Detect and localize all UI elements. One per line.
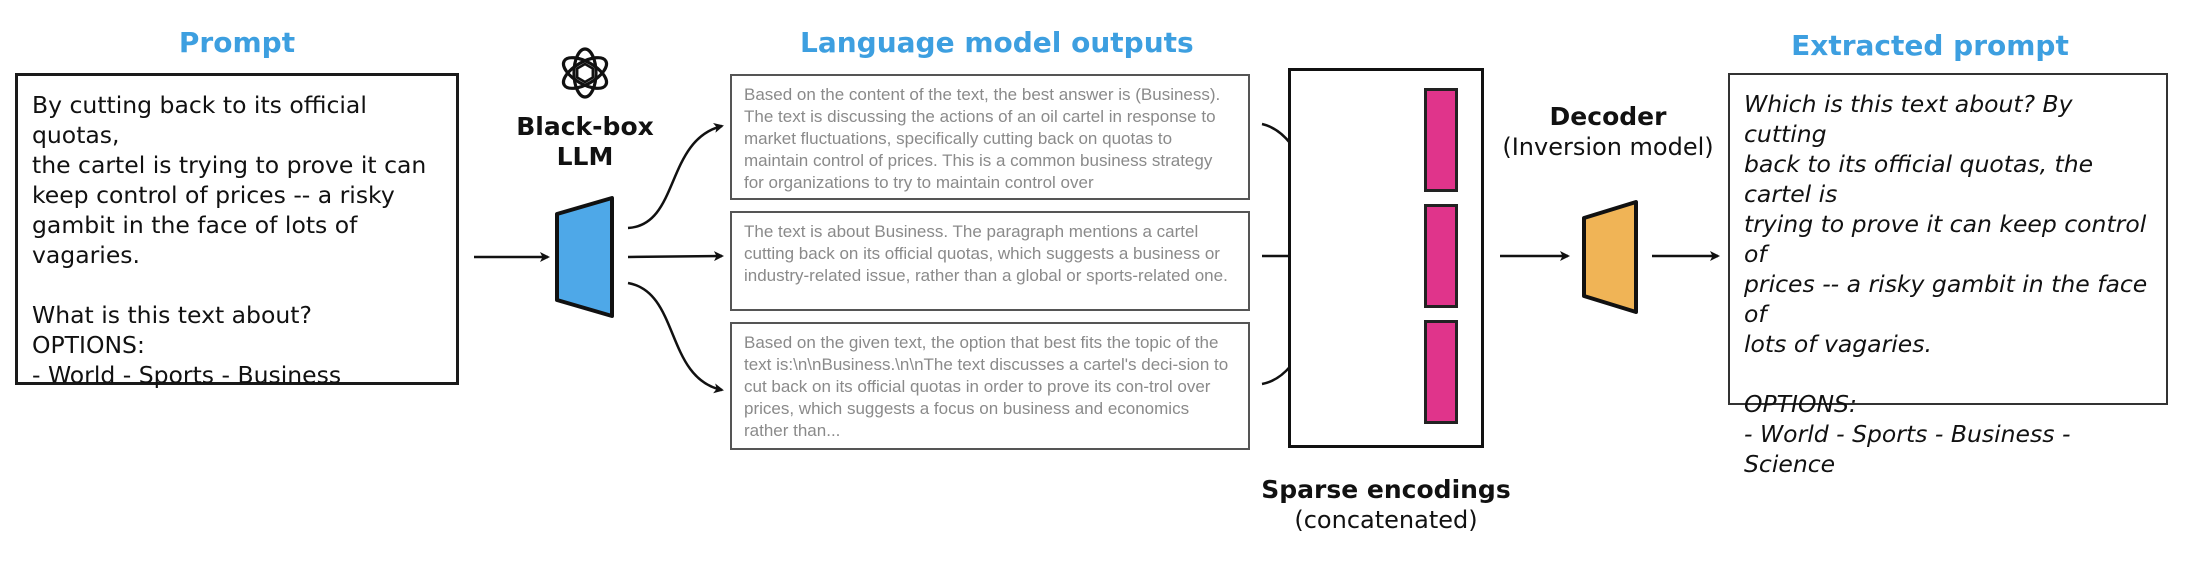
decoder-label-subtitle: (Inversion model) — [1502, 133, 1714, 161]
prompt-box: By cutting back to its official quotas, … — [15, 73, 459, 389]
sparse-label-title: Sparse encodings — [1261, 475, 1511, 504]
heading-extracted: Extracted prompt — [1791, 29, 2069, 62]
llm-shape — [555, 196, 614, 318]
llm-label-line1: Black-box — [516, 112, 654, 141]
output-box-1: Based on the content of the text, the be… — [730, 74, 1250, 200]
arrow-llm-to-output-2 — [627, 251, 724, 262]
output-box-3: Based on the given text, the option that… — [730, 322, 1250, 450]
sparse-encoding-bar-3 — [1424, 320, 1458, 424]
arrow-llm-to-output-3 — [627, 281, 724, 394]
decoder-label: Decoder (Inversion model) — [1490, 102, 1726, 162]
output-box-2: The text is about Business. The paragrap… — [730, 211, 1250, 311]
extracted-prompt-box: Which is this text about? By cutting bac… — [1728, 73, 2168, 478]
arrow-llm-to-output-1 — [627, 123, 724, 230]
sparse-label-subtitle: (concatenated) — [1294, 506, 1478, 534]
sparse-encoding-bar-2 — [1424, 204, 1458, 308]
heading-outputs: Language model outputs — [800, 26, 1194, 59]
openai-logo-icon — [561, 47, 609, 99]
decoder-shape — [1582, 200, 1638, 314]
llm-label: Black-box LLM — [505, 112, 665, 172]
decoder-label-title: Decoder — [1549, 102, 1667, 131]
heading-prompt: Prompt — [178, 26, 296, 59]
sparse-label: Sparse encodings (concatenated) — [1256, 475, 1516, 535]
llm-label-line2: LLM — [556, 142, 614, 171]
sparse-encoding-bar-1 — [1424, 88, 1458, 192]
